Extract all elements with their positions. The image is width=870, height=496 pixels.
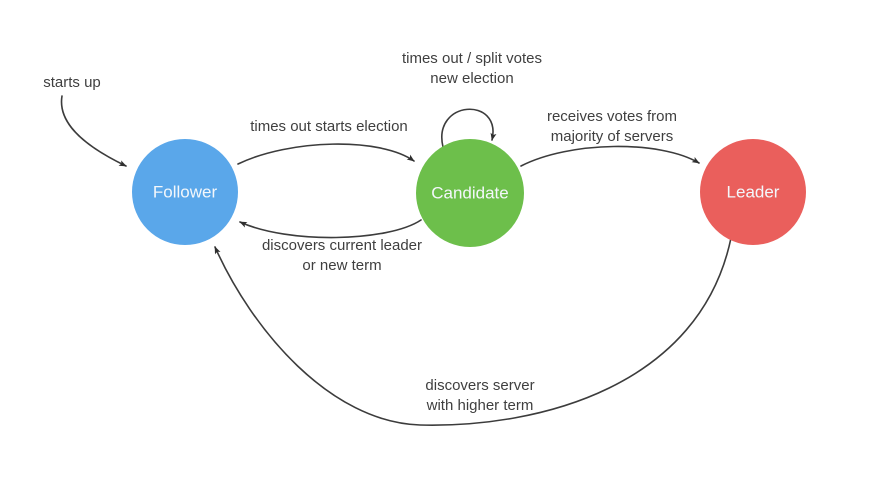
edge-start-up [60,95,127,167]
edge-label-line: with higher term [426,397,534,414]
edge-candidate-self-loop [441,108,497,148]
node-circle-candidate [416,139,524,247]
edge-label-line: times out starts election [250,118,408,135]
state-node-leader[interactable]: Leader [700,139,806,245]
edge-label-candidate-to-follower: discovers current leader or new term [262,237,422,274]
state-node-follower[interactable]: Follower [132,139,238,245]
edge-label-line: new election [430,70,513,87]
edge-label-candidate-to-leader: receives votes from majority of servers [547,108,677,145]
node-label-candidate: Candidate [431,183,509,202]
edge-follower-to-candidate [237,143,415,165]
edge-label-line: majority of servers [551,128,674,145]
node-label-follower: Follower [153,182,218,201]
node-circle-follower [132,139,238,245]
edge-label-line: receives votes from [547,108,677,125]
node-label-leader: Leader [727,182,780,201]
nodes-layer: Follower Candidate Leader [132,139,806,247]
node-circle-leader [700,139,806,245]
edge-candidate-to-leader [520,145,700,167]
state-node-candidate[interactable]: Candidate [416,139,524,247]
edge-label-line: or new term [302,257,381,274]
edge-labels-layer: starts up times out starts election discov… [43,50,677,414]
edge-label-leader-to-follower: discovers server with higher term [425,377,534,414]
edge-label-line: discovers server [425,377,534,394]
edge-candidate-to-follower [239,219,422,239]
edge-label-line: discovers current leader [262,237,422,254]
edge-label-start-up: starts up [43,74,101,91]
edge-label-line: starts up [43,74,101,91]
edge-label-follower-to-candidate: times out starts election [250,118,408,135]
edge-label-candidate-self-loop: times out / split votes new election [402,50,542,87]
edge-label-line: times out / split votes [402,50,542,67]
edges-layer [60,95,732,426]
edge-leader-to-follower [214,237,732,426]
